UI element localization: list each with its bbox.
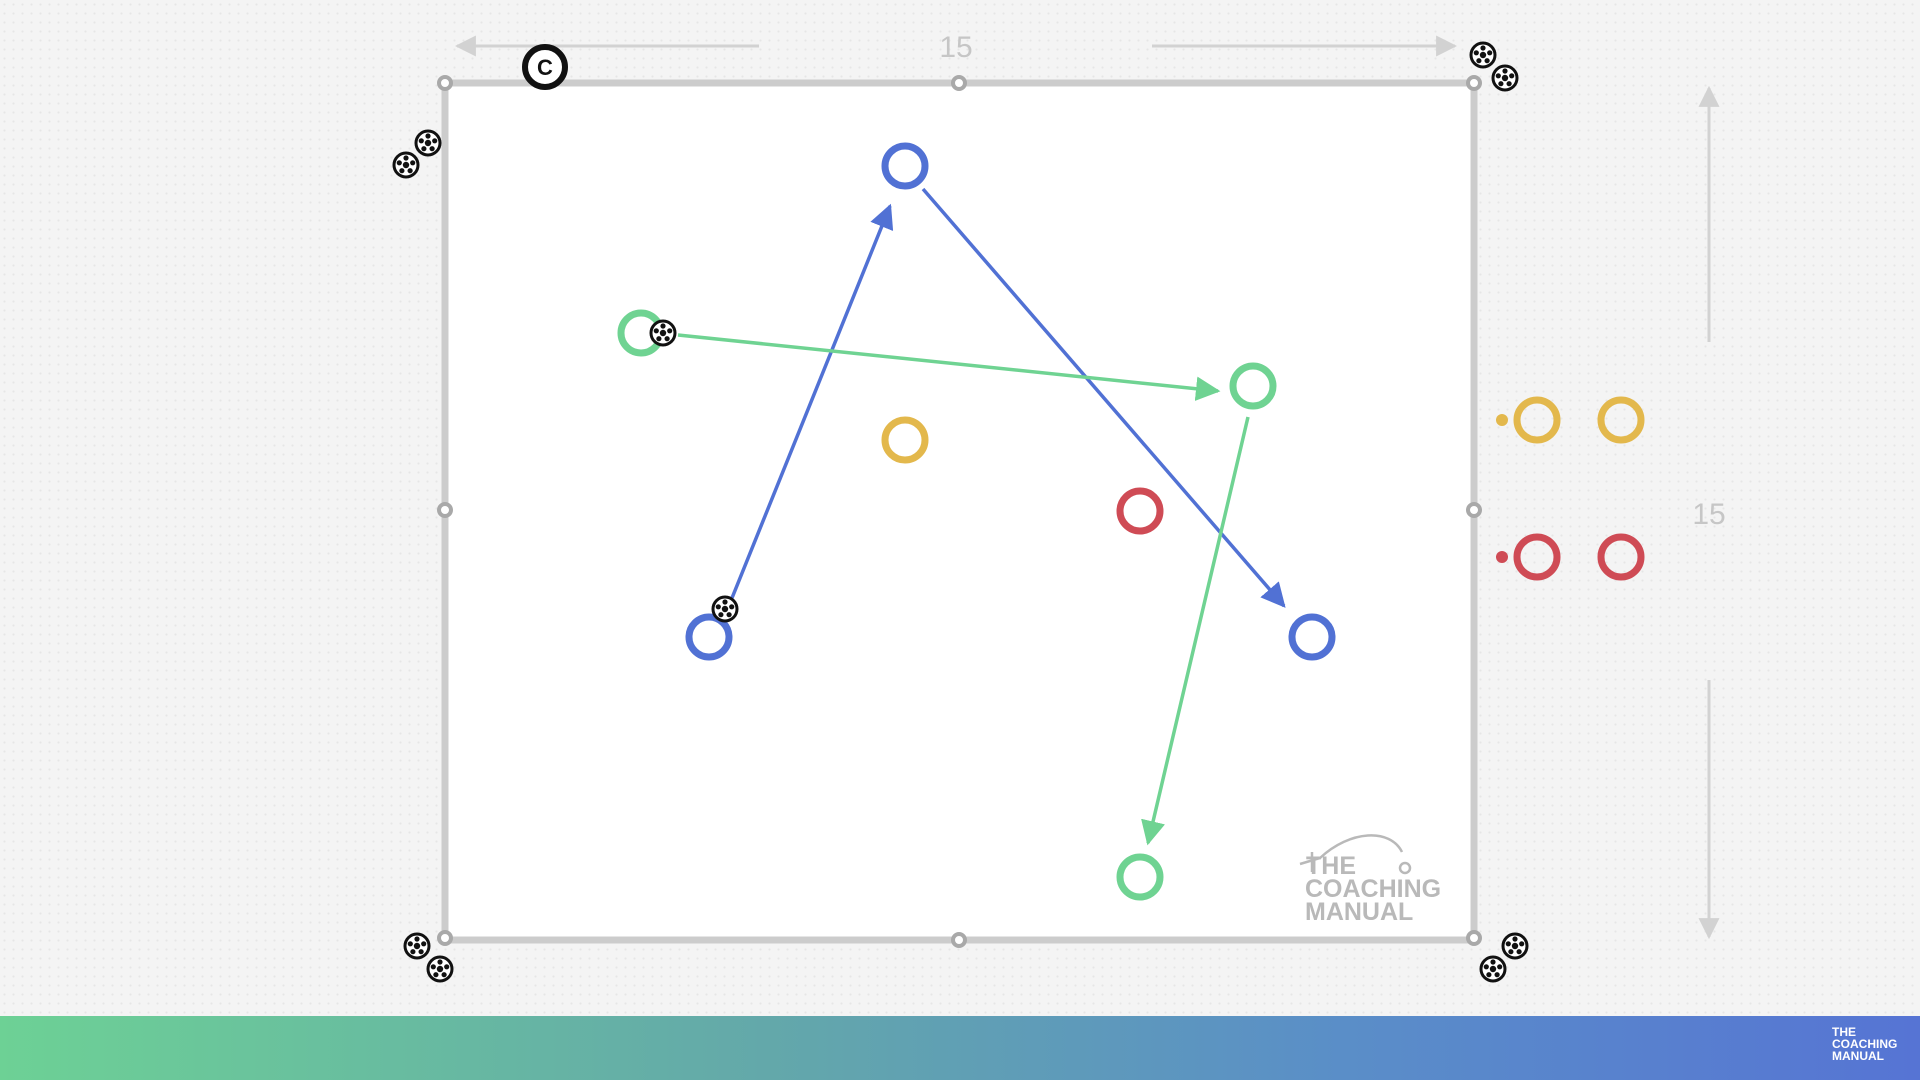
soccer-ball-icon [403,932,431,960]
soccer-ball-icon [426,955,454,983]
soccer-ball-icon [1491,64,1519,92]
soccer-ball-icon [1469,41,1497,69]
blue-player-bottom-left[interactable] [685,613,733,661]
blue-player-top[interactable] [881,142,929,190]
pass-arrow-blue-2[interactable] [921,187,1286,608]
footer-logo-line2: COACHING [1832,1037,1898,1051]
cone-icon [1466,75,1482,91]
soccer-ball-icon [414,129,442,157]
height-label: 15 [1692,498,1725,531]
footer-logo: THE COACHING MANUAL [1832,1026,1908,1074]
pitch-area [441,79,1478,944]
drill-diagram: 15 15 C [392,31,1726,983]
cone-icon [951,75,967,91]
pass-arrow-blue-1[interactable] [730,203,894,599]
yellow-waiting-player[interactable] [1597,396,1645,444]
soccer-ball-icon [711,595,739,623]
footer-logo-line1: THE [1832,1025,1856,1039]
soccer-ball-icon [1479,955,1507,983]
footer-logo-line3: MANUAL [1832,1049,1884,1063]
cone-icon [1466,930,1482,946]
soccer-ball-icon [392,151,420,179]
boundary-cones [437,75,1482,948]
red-marker-dot [1496,551,1508,563]
coach-icon: C [522,44,568,90]
red-waiting-player[interactable] [1597,533,1645,581]
blue-player-right[interactable] [1288,613,1336,661]
cone-icon [951,932,967,948]
red-waiting-player[interactable] [1513,533,1561,581]
cone-icon [1466,502,1482,518]
watermark-logo: THE COACHING MANUAL [1299,834,1441,926]
pass-arrow-green-2[interactable] [1141,416,1250,846]
waiting-area [1496,396,1645,581]
soccer-ball-icon [649,319,677,347]
watermark-line2: COACHING [1305,875,1441,903]
green-player-middle[interactable] [1229,362,1277,410]
green-player-bottom[interactable] [1116,853,1164,901]
width-label: 15 [939,31,972,64]
cone-icon [437,502,453,518]
footer-bar: THE COACHING MANUAL [0,1016,1920,1080]
cone-icon [437,75,453,91]
ball-group-top-left [392,129,442,179]
red-defender[interactable] [1116,487,1164,535]
yellow-marker-dot [1496,414,1508,426]
yellow-neutral-player[interactable] [881,416,929,464]
watermark-line1: THE [1306,852,1356,880]
cone-icon [437,930,453,946]
yellow-waiting-player[interactable] [1513,396,1561,444]
soccer-ball-icon [1501,932,1529,960]
coach-marker-label: C [537,55,553,80]
logo-swoosh [1299,834,1404,866]
watermark-line3: MANUAL [1305,898,1413,926]
ball-group-bottom-right [1479,932,1529,983]
height-dimension: 15 [1692,85,1726,940]
width-dimension: 15 [454,31,1458,64]
pass-arrow-green-1[interactable] [677,333,1221,401]
